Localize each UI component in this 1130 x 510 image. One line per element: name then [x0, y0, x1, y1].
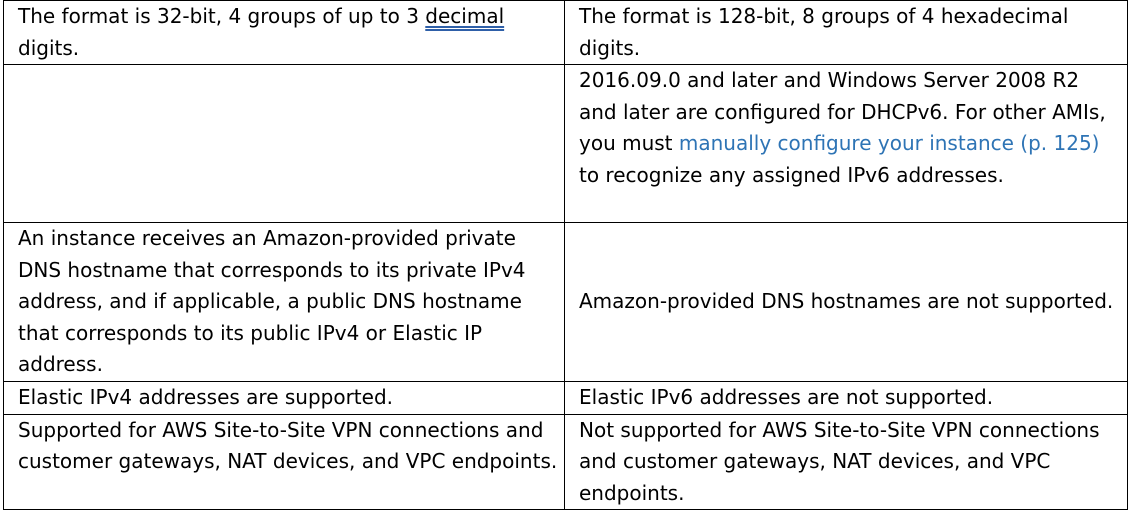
ipv4-ipv6-comparison-table: The format is 32-bit, 4 groups of up to … — [3, 0, 1128, 510]
table-row: The format is 32-bit, 4 groups of up to … — [3, 0, 1128, 65]
table-row: Elastic IPv4 addresses are supported. El… — [3, 380, 1128, 415]
ipv6-dhcp-cell: 2016.09.0 and later and Windows Server 2… — [564, 64, 1128, 223]
ipv4-vpn-cell: Supported for AWS Site-to-Site VPN conne… — [3, 413, 565, 510]
ipv6-vpn-text: Not supported for AWS Site-to-Site VPN c… — [579, 417, 1100, 505]
ipv6-elastic-cell: Elastic IPv6 addresses are not supported… — [564, 380, 1128, 415]
ipv4-format-cell: The format is 32-bit, 4 groups of up to … — [3, 0, 565, 65]
ipv4-dns-text: An instance receives an Amazon-provided … — [18, 226, 526, 376]
ipv6-dhcp-text: 2016.09.0 and later and Windows Server 2… — [579, 68, 1106, 155]
ipv4-format-text: The format is 32-bit, 4 groups of up to … — [18, 4, 426, 28]
ipv6-format-text: The format is 128-bit, 8 groups of 4 hex… — [579, 4, 1069, 60]
ipv4-dhcp-cell — [3, 64, 565, 223]
table-row: An instance receives an Amazon-provided … — [3, 222, 1128, 382]
ipv6-dhcp-text-end: to recognize any assigned IPv6 addresses… — [579, 162, 1004, 187]
ipv6-vpn-cell: Not supported for AWS Site-to-Site VPN c… — [564, 413, 1128, 510]
ipv6-dns-text: Amazon-provided DNS hostnames are not su… — [579, 289, 1114, 313]
ipv6-format-cell: The format is 128-bit, 8 groups of 4 hex… — [564, 0, 1128, 65]
table-row: 2016.09.0 and later and Windows Server 2… — [3, 64, 1128, 223]
manually-configure-instance-link[interactable]: manually configure your instance (p. 125… — [678, 131, 1100, 155]
decimal-term: decimal — [425, 4, 505, 28]
table-row: Supported for AWS Site-to-Site VPN conne… — [3, 413, 1128, 510]
ipv4-elastic-cell: Elastic IPv4 addresses are supported. — [3, 380, 565, 415]
ipv4-dns-cell: An instance receives an Amazon-provided … — [3, 222, 565, 382]
ipv6-dns-cell: Amazon-provided DNS hostnames are not su… — [564, 222, 1128, 382]
ipv6-elastic-text: Elastic IPv6 addresses are not supported… — [579, 384, 994, 409]
ipv4-format-text-end: digits. — [18, 35, 80, 60]
ipv4-elastic-text: Elastic IPv4 addresses are supported. — [18, 384, 393, 409]
ipv4-vpn-text: Supported for AWS Site-to-Site VPN conne… — [18, 417, 558, 474]
